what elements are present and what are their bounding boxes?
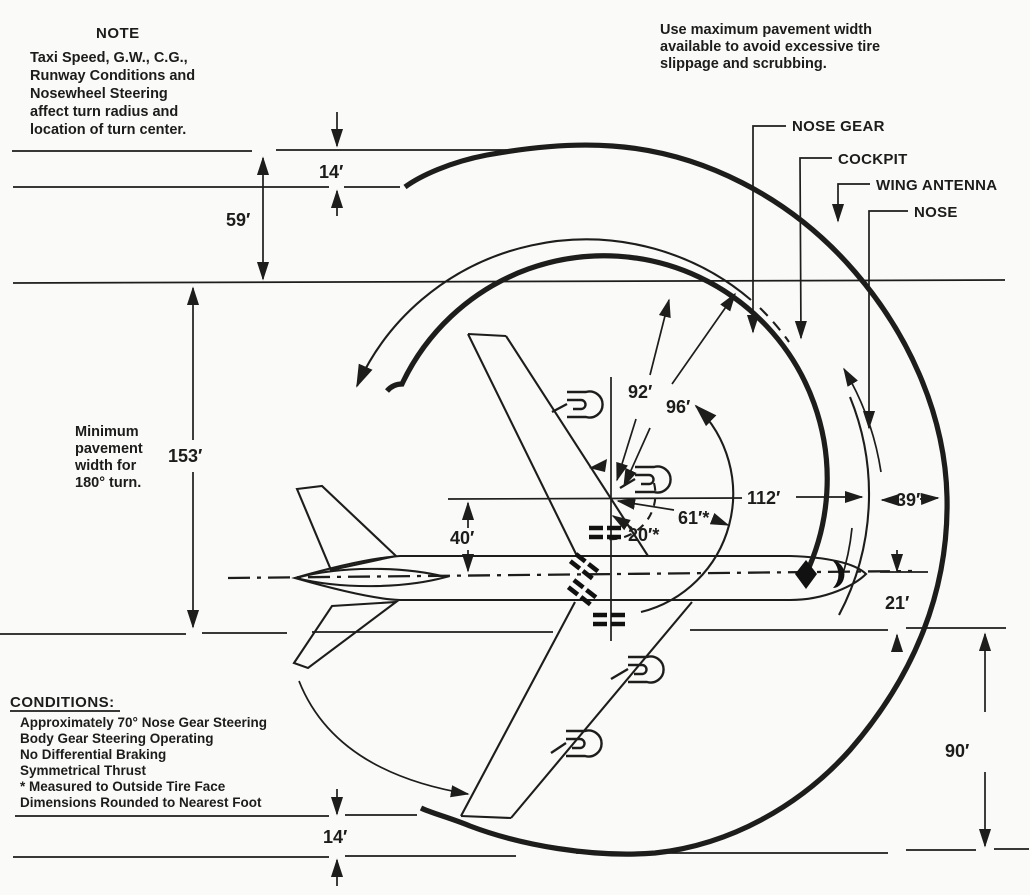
nose-gear-radius-dim: 92′ xyxy=(628,382,652,402)
condition-line: Approximately 70° Nose Gear Steering xyxy=(20,715,267,730)
left-wing-gear-icon xyxy=(589,525,621,540)
top-edge-line xyxy=(12,149,508,152)
turn-path-arcs xyxy=(298,142,950,857)
outer-clearance-dim: 90′ xyxy=(945,741,969,761)
bottom-upper-line xyxy=(15,814,417,817)
cockpit-radius-dim: 96′ xyxy=(666,397,690,417)
inner-gear-radius-leader xyxy=(611,515,633,531)
arc-label-leaders xyxy=(746,125,908,430)
note-heading: NOTE xyxy=(96,25,140,42)
condition-line: * Measured to Outside Tire Face xyxy=(20,779,226,794)
nose-gear-diamond-icon xyxy=(795,560,817,589)
bottom-edge-line xyxy=(13,848,1029,858)
note-line: Taxi Speed, G.W., C.G., xyxy=(30,50,188,66)
wing-antenna-leader xyxy=(831,183,870,223)
wing-antenna-arc-label: WING ANTENNA xyxy=(876,177,997,194)
right-wing-gear-icon xyxy=(593,612,625,627)
body-gear-icon xyxy=(566,578,598,607)
pavement-width-dim: 153′ xyxy=(168,446,202,466)
travel-direction-triangle-icon xyxy=(589,459,607,472)
top-offset-dim: 59′ xyxy=(226,210,250,230)
condition-line: Dimensions Rounded to Nearest Foot xyxy=(20,795,262,810)
tail-swing-arrow xyxy=(298,680,470,798)
note-line: Nosewheel Steering xyxy=(30,86,168,102)
left-stabilizer xyxy=(295,484,399,572)
conditions-heading: CONDITIONS: xyxy=(10,694,115,711)
fuselage xyxy=(291,554,868,602)
outer-gear-radius-dim: 61′* xyxy=(678,508,709,528)
travel-direction-arrow xyxy=(843,367,882,473)
pavement-label-line: Minimum xyxy=(75,424,139,440)
nose-arc-label: NOSE xyxy=(914,204,958,221)
left-wing xyxy=(467,332,649,557)
right-wing xyxy=(460,601,693,820)
engine-nacelle-icon xyxy=(610,655,665,684)
engine-nacelle-icon xyxy=(550,729,603,758)
advisory-line: slippage and scrubbing. xyxy=(660,56,827,72)
top-margin-dim: 14′ xyxy=(319,162,343,182)
bottom-margin-dim: 14′ xyxy=(323,827,347,847)
cockpit-path-arc xyxy=(356,238,752,388)
text-layer: NOTE Taxi Speed, G.W., C.G., Runway Cond… xyxy=(10,22,997,847)
advisory-line: available to avoid excessive tire xyxy=(660,39,880,55)
nose-leader xyxy=(862,210,908,430)
pavement-upper-line xyxy=(12,279,1006,284)
note-line: location of turn center. xyxy=(30,122,186,138)
engine-nacelle-icon xyxy=(551,390,604,419)
vertical-fin xyxy=(291,567,451,588)
inner-gear-radius-dim: 20′* xyxy=(628,525,659,545)
note-line: Runway Conditions and xyxy=(30,68,195,84)
nose-marker-crescent-icon xyxy=(833,561,845,588)
body-gear-icon xyxy=(568,552,600,581)
cockpit-arc-label: COCKPIT xyxy=(838,151,908,168)
condition-line: Symmetrical Thrust xyxy=(20,763,147,778)
outer-gear-radius-line xyxy=(616,497,675,511)
wing-antenna-path-arc xyxy=(403,142,950,857)
condition-line: No Differential Braking xyxy=(20,747,166,762)
centerline-offset-dim: 40′ xyxy=(450,528,474,548)
dimension-arrows xyxy=(186,112,992,886)
pavement-label-line: 180° turn. xyxy=(75,475,141,491)
condition-line: Body Gear Steering Operating xyxy=(20,731,214,746)
nose-overhang-dim: 21′ xyxy=(885,593,909,613)
antenna-margin-dim: 39′ xyxy=(896,490,920,510)
cockpit-leader xyxy=(794,157,832,340)
nose-gear-leader xyxy=(746,125,786,334)
nose-gear-path-arc xyxy=(385,253,830,576)
nose-radius-dim: 112′ xyxy=(747,488,780,508)
note-line: affect turn radius and xyxy=(30,104,178,120)
pavement-label-line: width for xyxy=(74,458,137,474)
cockpit-path-arc-dashed xyxy=(759,307,790,343)
turn-center-horizontal-line xyxy=(447,497,743,500)
pavement-lower-line xyxy=(0,627,1006,635)
right-stabilizer xyxy=(292,600,400,670)
nose-gear-radius-line xyxy=(616,418,637,482)
advisory-line: Use maximum pavement width xyxy=(660,22,872,38)
nose-path-arc xyxy=(838,396,870,616)
nose-gear-arc-label: NOSE GEAR xyxy=(792,118,885,135)
cockpit-radius-line xyxy=(623,427,651,488)
pavement-label-line: pavement xyxy=(75,441,143,457)
